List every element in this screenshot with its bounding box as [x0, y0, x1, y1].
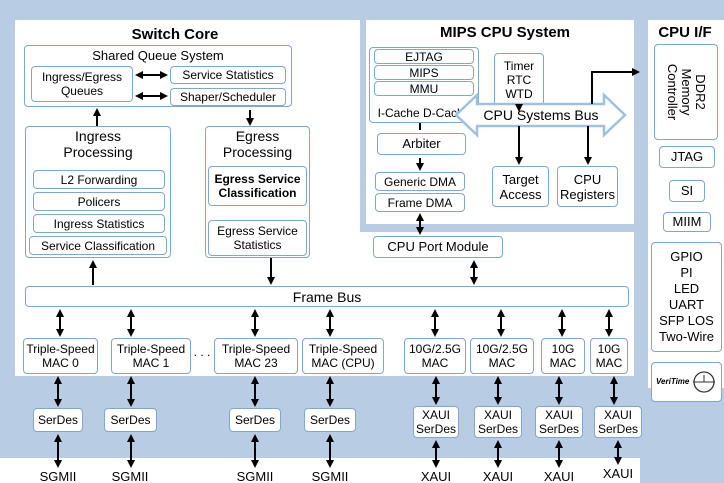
frame-bus: Frame Bus	[25, 286, 629, 307]
egress-service-classification: Egress Service Classification	[208, 166, 307, 206]
jtag: JTAG	[659, 146, 715, 168]
miim: MIIM	[663, 212, 711, 232]
veritime-logo-text: VeriTime	[656, 377, 690, 386]
interface-label-2: SGMII	[236, 469, 274, 483]
switch-core-title: Switch Core	[131, 26, 219, 43]
mac-10g-2g5-a: 10G/2.5G MAC	[404, 338, 466, 374]
mac-ellipsis: . . .	[193, 345, 211, 359]
cpu-if-title: CPU I/F	[658, 24, 712, 41]
ingress-processing-title: Ingress Processing	[63, 128, 133, 160]
l2-forwarding: L2 Forwarding	[33, 170, 165, 189]
mac-triple-speed-1: Triple-Speed MAC 1	[111, 338, 191, 374]
mac-triple-speed-23: Triple-Speed MAC 23	[214, 338, 298, 374]
ddr2-memory-controller: DDR2 Memory Controller	[654, 44, 718, 140]
shared-queue-title: Shared Queue System	[92, 48, 224, 63]
xaui-serdes-c: XAUI SerDes	[535, 406, 583, 438]
gpio-group: GPIO PI LED UART SFP LOS Two-Wire	[651, 242, 722, 352]
cpu-systems-bus-label: CPU Systems Bus	[483, 107, 598, 123]
arrow-bus-ddr2	[591, 68, 640, 104]
xaui-serdes-d: XAUI SerDes	[594, 406, 642, 438]
egress-service-statistics: Egress Service Statistics	[208, 220, 307, 256]
serdes-23: SerDes	[229, 408, 281, 432]
timer-rtc-wtd: Timer RTC WTD	[494, 53, 544, 107]
cpu-systems-bus-arrow	[454, 92, 627, 138]
mips-title: MIPS CPU System	[439, 24, 571, 41]
ingress-egress-queues: Ingress/Egress Queues	[31, 66, 133, 102]
arbiter: Arbiter	[377, 133, 466, 155]
mac-triple-speed-cpu: Triple-Speed MAC (CPU)	[302, 338, 384, 374]
cpu-registers: CPU Registers	[557, 166, 618, 207]
serdes-cpu: SerDes	[304, 408, 356, 432]
serdes-1: SerDes	[104, 408, 157, 432]
interface-label-7: XAUI	[602, 466, 634, 481]
interface-label-6: XAUI	[543, 469, 575, 483]
mac-10g-2g5-b: 10G/2.5G MAC	[470, 338, 534, 374]
interface-label-5: XAUI	[482, 469, 514, 483]
xaui-serdes-b: XAUI SerDes	[474, 406, 522, 438]
policers: Policers	[33, 192, 165, 211]
service-classification: Service Classification	[29, 236, 167, 255]
target-access: Target Access	[492, 166, 549, 207]
veritime-logo: VeriTime	[651, 362, 722, 402]
shaper-scheduler: Shaper/Scheduler	[170, 88, 286, 106]
xaui-serdes-a: XAUI SerDes	[413, 406, 459, 438]
mips-core: MIPS	[374, 65, 474, 80]
veritime-clock-icon	[693, 371, 716, 393]
interface-label-3: SGMII	[311, 469, 349, 483]
ingress-statistics: Ingress Statistics	[33, 214, 165, 233]
ejtag: EJTAG	[374, 49, 474, 64]
mac-triple-speed-0: Triple-Speed MAC 0	[23, 338, 98, 374]
egress-processing-title: Egress Processing	[222, 128, 293, 160]
service-statistics: Service Statistics	[170, 66, 286, 84]
mmu: MMU	[374, 81, 474, 96]
frame-dma: Frame DMA	[375, 193, 465, 212]
generic-dma: Generic DMA	[375, 172, 465, 191]
si: SI	[669, 180, 705, 202]
interface-label-1: SGMII	[111, 469, 149, 483]
mac-10g-b: 10G MAC	[590, 338, 628, 374]
cpu-port-module: CPU Port Module	[373, 236, 503, 258]
serdes-0: SerDes	[33, 408, 83, 432]
mac-10g-a: 10G MAC	[541, 338, 585, 374]
interface-label-4: XAUI	[420, 469, 452, 483]
interface-label-0: SGMII	[39, 469, 77, 483]
